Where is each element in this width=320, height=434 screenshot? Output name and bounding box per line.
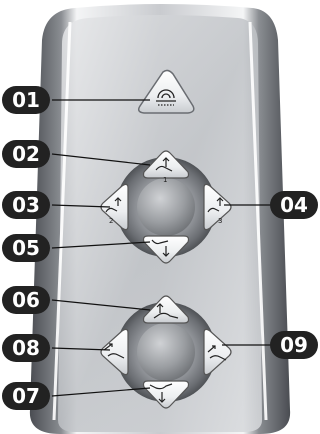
lower-left-button[interactable]	[100, 328, 129, 376]
lower-up-button[interactable]	[142, 295, 190, 324]
callout-07: 07	[2, 382, 50, 410]
lower-down-button[interactable]	[142, 380, 190, 409]
upper-right-digit: 3	[218, 217, 222, 225]
upper-down-button[interactable]	[142, 235, 190, 264]
leader-lines	[51, 99, 282, 397]
upper-up-button[interactable]: 1	[142, 150, 190, 184]
callout-03-label: 03	[12, 193, 40, 217]
lower-center-button[interactable]	[137, 323, 195, 381]
upper-left-button[interactable]: 2	[100, 183, 129, 231]
callout-07-label: 07	[12, 384, 40, 408]
callout-06-label: 06	[12, 288, 40, 312]
backrest-down-icon	[151, 239, 170, 257]
callout-04-label: 04	[280, 193, 308, 217]
leg-up-icon	[153, 303, 179, 319]
leg-down-icon	[149, 383, 173, 403]
callout-08: 08	[2, 334, 50, 362]
recline-icon	[103, 343, 125, 359]
lower-dpad	[100, 295, 232, 409]
upper-right-button[interactable]: 3	[203, 183, 232, 231]
backrest-up-icon	[207, 197, 224, 213]
callout-06: 06	[2, 286, 50, 314]
callout-01-label: 01	[12, 88, 40, 112]
callout-01: 01	[2, 86, 50, 114]
upper-center-button[interactable]	[137, 178, 195, 236]
callout-02: 02	[2, 140, 50, 168]
upper-dpad: 1 2 3	[100, 150, 232, 264]
top-ac-button[interactable]	[137, 69, 195, 114]
callout-09: 09	[270, 331, 318, 359]
recline-icon	[207, 345, 227, 361]
ac-power-icon	[156, 89, 176, 106]
backrest-up-icon	[105, 197, 122, 213]
upper-up-digit: 1	[163, 176, 167, 184]
callout-09-label: 09	[280, 333, 308, 357]
backrest-up-icon	[155, 157, 173, 172]
callout-04: 04	[270, 191, 318, 219]
callout-05-label: 05	[12, 236, 40, 260]
callout-03: 03	[2, 191, 50, 219]
callout-05: 05	[2, 234, 50, 262]
upper-left-digit: 2	[109, 217, 113, 225]
callout-08-label: 08	[12, 336, 40, 360]
callout-02-label: 02	[12, 142, 40, 166]
lower-right-button[interactable]	[203, 328, 232, 376]
